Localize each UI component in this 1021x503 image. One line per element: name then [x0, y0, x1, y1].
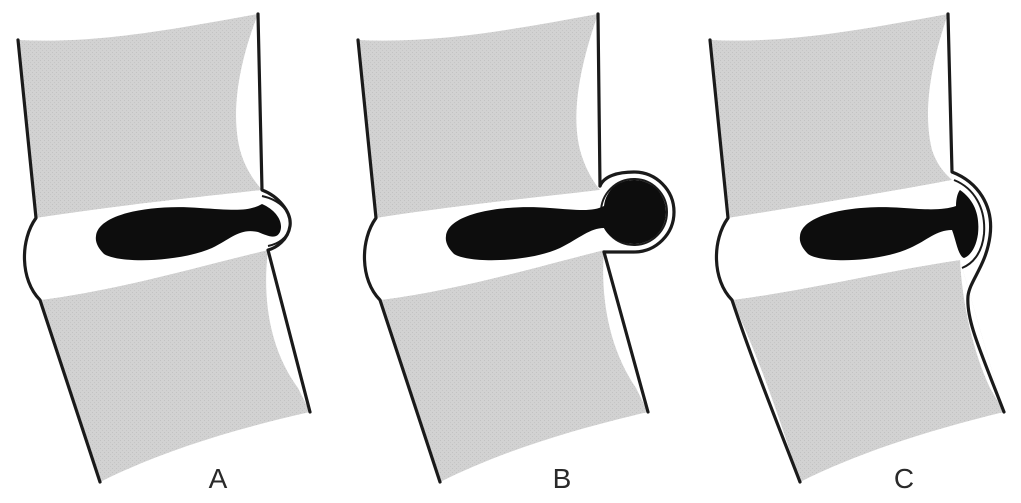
panel-a: A [18, 14, 310, 494]
panel-b: B [358, 14, 674, 494]
panel-label-a: A [209, 463, 228, 494]
panel-label-c: C [894, 463, 914, 494]
panel-c: C [710, 14, 1004, 494]
upper-vertebra [358, 14, 600, 218]
panel-label-b: B [553, 463, 572, 494]
upper-vertebra [18, 14, 262, 218]
